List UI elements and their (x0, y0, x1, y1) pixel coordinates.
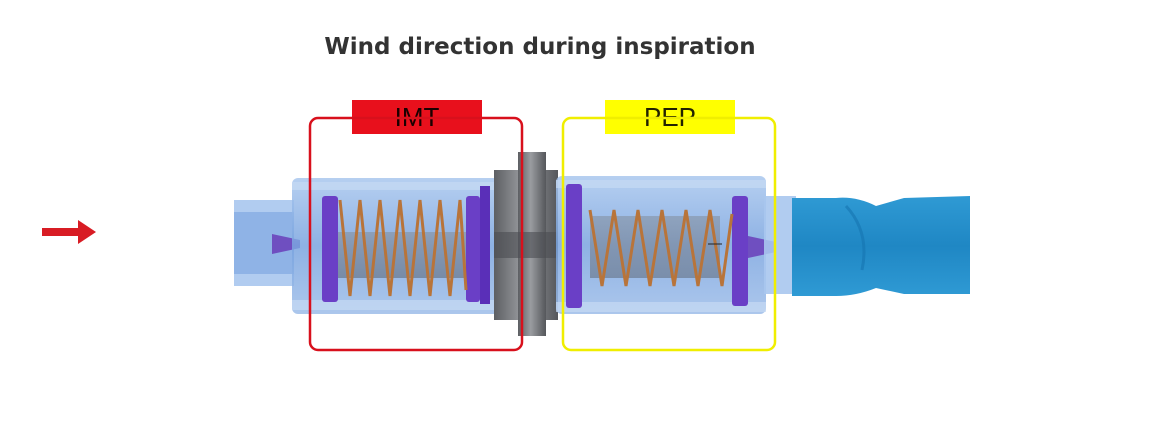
mouthpiece (764, 196, 970, 296)
pep-frame (561, 116, 777, 352)
inlet-tube (234, 200, 300, 286)
airflow-arrow-icon (42, 220, 96, 244)
pep-chamber (556, 176, 776, 314)
diagram-title: Wind direction during inspiration (324, 34, 756, 60)
imt-frame (308, 116, 524, 352)
imt-chamber (292, 178, 502, 314)
center-coupling (494, 152, 558, 336)
